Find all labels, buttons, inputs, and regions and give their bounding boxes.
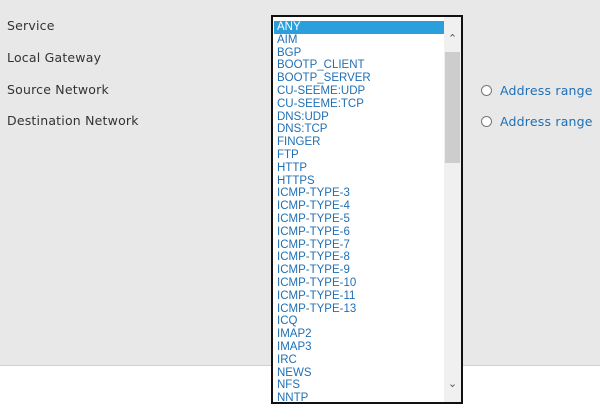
service-option[interactable]: ICMP-TYPE-3 [277, 187, 350, 200]
service-option[interactable]: IMAP3 [277, 340, 312, 353]
destination-network-label: Destination Network [7, 113, 139, 128]
service-option[interactable]: IRC [277, 353, 297, 366]
scroll-up-icon[interactable]: ⌃ [447, 32, 458, 45]
service-option[interactable]: HTTP [277, 161, 308, 174]
service-option[interactable]: ICMP-TYPE-7 [277, 238, 350, 251]
service-option[interactable]: ICQ [277, 315, 298, 328]
source-address-range-label[interactable]: Address range [500, 83, 593, 98]
service-option[interactable]: CU-SEEME:UDP [277, 84, 366, 97]
service-option[interactable]: ICMP-TYPE-9 [277, 264, 350, 277]
service-option[interactable]: FINGER [277, 136, 321, 149]
service-option[interactable]: ICMP-TYPE-8 [277, 251, 350, 264]
source-address-range-radio[interactable] [481, 85, 492, 96]
service-option[interactable]: BGP [277, 46, 302, 59]
service-option[interactable]: NNTP [277, 392, 309, 404]
service-option[interactable]: BOOTP_CLIENT [277, 59, 365, 72]
service-option[interactable]: ICMP-TYPE-10 [277, 276, 357, 289]
service-option[interactable]: ICMP-TYPE-5 [277, 212, 350, 225]
service-option[interactable]: ICMP-TYPE-11 [277, 289, 356, 302]
service-option[interactable]: ICMP-TYPE-13 [277, 302, 357, 315]
local-gateway-label: Local Gateway [7, 50, 102, 65]
listbox-scrollbar[interactable]: ⌃ ⌄ [444, 17, 461, 402]
destination-address-range-radio[interactable] [481, 116, 492, 127]
service-option[interactable]: BOOTP_SERVER [277, 72, 371, 85]
service-option[interactable]: DNS:TCP [277, 123, 328, 136]
scrollbar-thumb[interactable] [445, 52, 460, 163]
service-option[interactable]: DNS:UDP [277, 110, 329, 123]
service-option[interactable]: ANY [274, 21, 446, 34]
service-option[interactable]: IMAP2 [277, 328, 312, 341]
service-option[interactable]: AIM [277, 33, 298, 46]
destination-address-range-option[interactable]: Address range [481, 114, 593, 129]
service-option[interactable]: HTTPS [277, 174, 315, 187]
destination-address-range-label[interactable]: Address range [500, 114, 593, 129]
service-option[interactable]: CU-SEEME:TCP [277, 97, 364, 110]
service-option[interactable]: NFS [277, 379, 300, 392]
service-option[interactable]: FTP [277, 148, 299, 161]
service-label: Service [7, 18, 55, 33]
scroll-down-icon[interactable]: ⌄ [447, 377, 458, 390]
source-network-label: Source Network [7, 82, 109, 97]
service-option[interactable]: ICMP-TYPE-6 [277, 225, 350, 238]
source-address-range-option[interactable]: Address range [481, 83, 593, 98]
service-option[interactable]: NEWS [277, 366, 312, 379]
service-option[interactable]: ICMP-TYPE-4 [277, 200, 350, 213]
